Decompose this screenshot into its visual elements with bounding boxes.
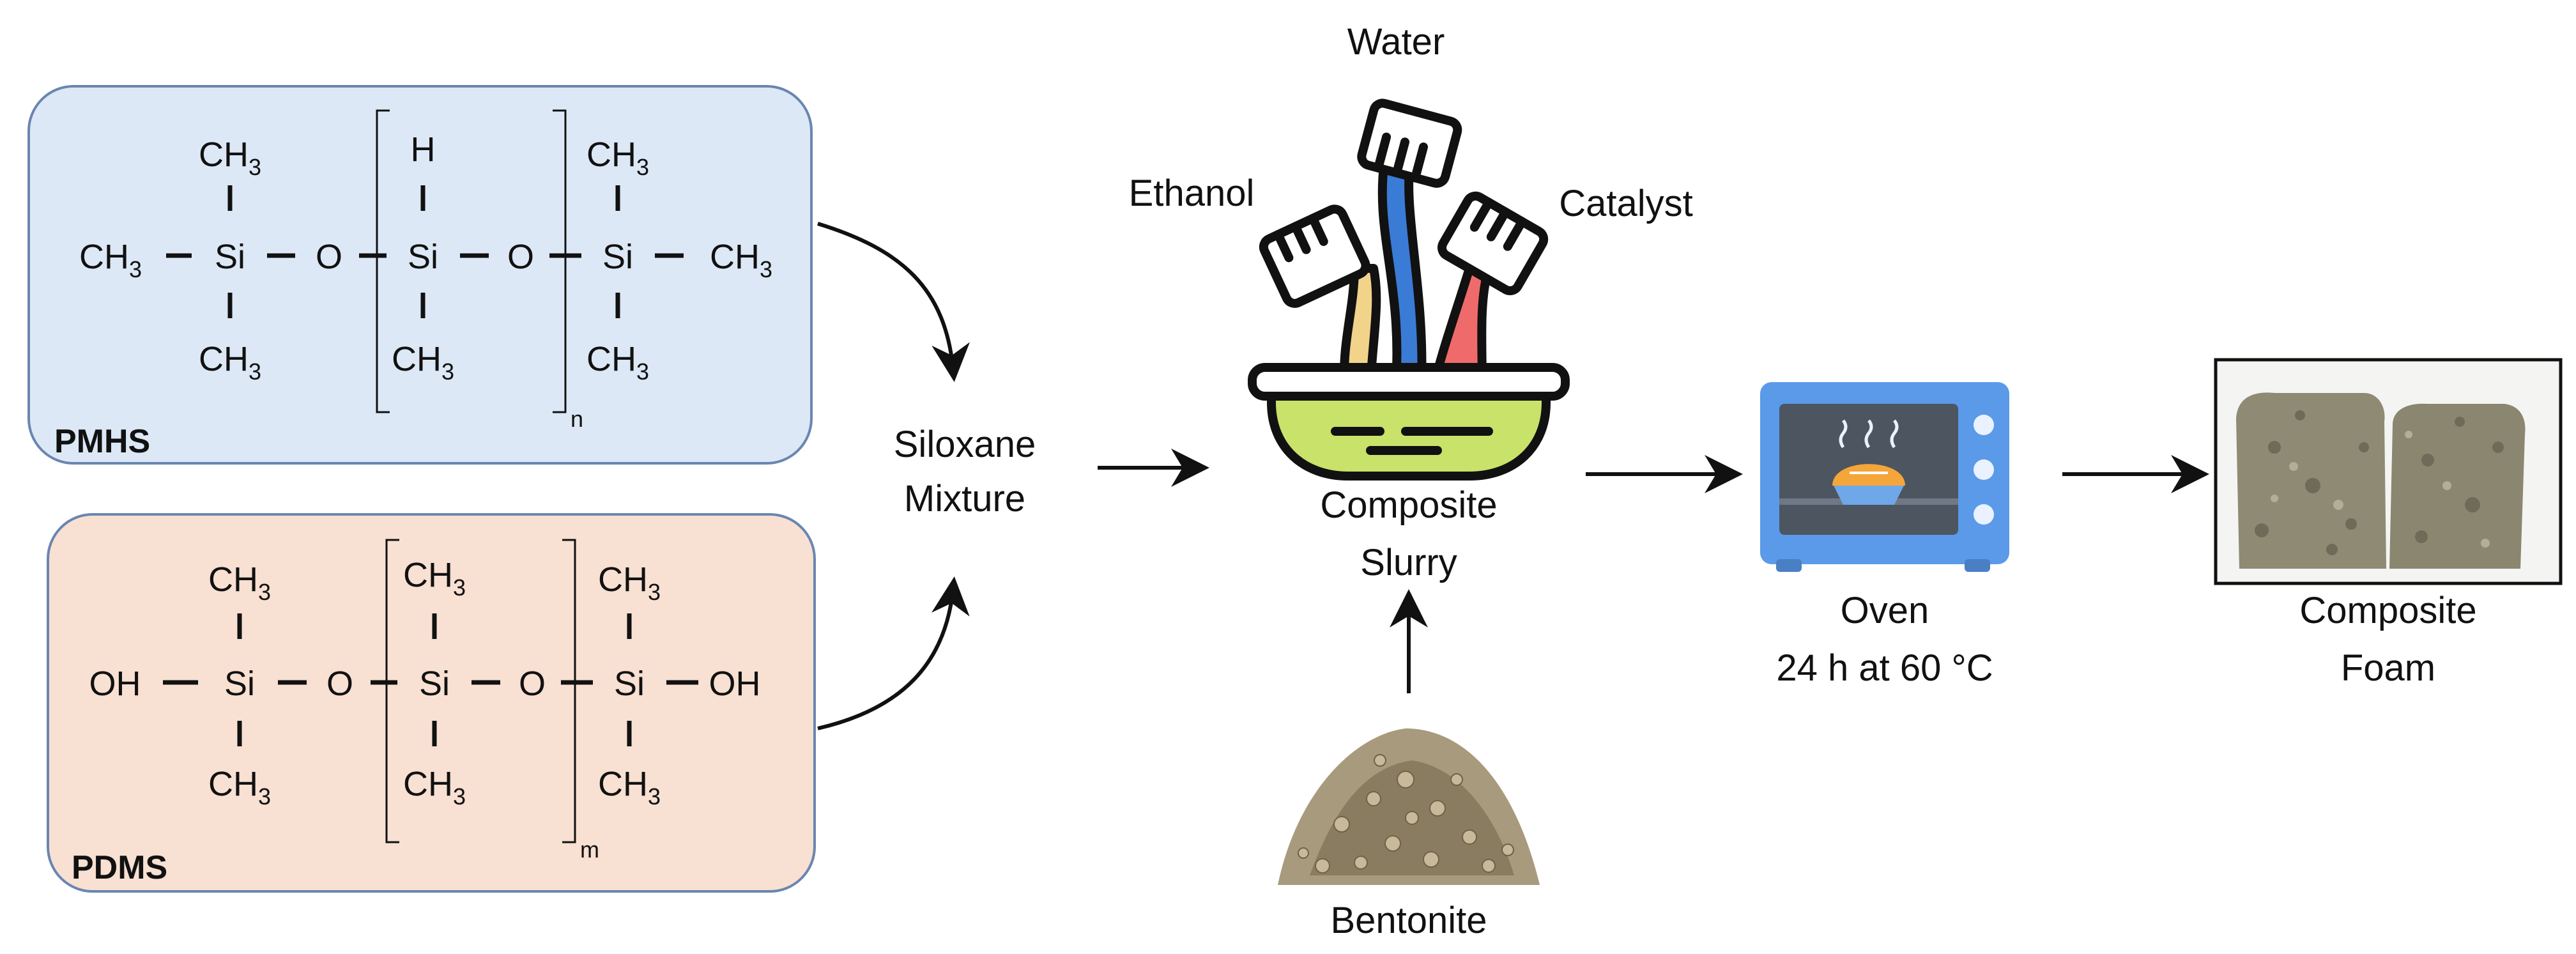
pdms-si-2: Si bbox=[419, 665, 450, 703]
pdms-si-3: Si bbox=[614, 665, 645, 703]
pdms-repeat-index: m bbox=[580, 836, 599, 863]
pdms-top-ch3-right: CH bbox=[598, 560, 648, 599]
pdms-si-1: Si bbox=[224, 665, 255, 703]
svg-text:CH3: CH3 bbox=[598, 560, 661, 605]
arrow-pmhs-to-mixture bbox=[817, 222, 970, 382]
pmhs-top-h: H bbox=[411, 130, 436, 169]
pmhs-ch3-left: CH bbox=[79, 238, 129, 276]
svg-text:CH3: CH3 bbox=[208, 560, 271, 605]
pmhs-bottom-ch3-left: CH bbox=[199, 340, 249, 378]
pdms-top-ch3-left: CH bbox=[208, 560, 258, 599]
pdms-bottom-ch3-left: CH bbox=[208, 765, 258, 803]
svg-text:CH3: CH3 bbox=[710, 238, 772, 282]
pmhs-ch3-right: CH bbox=[710, 238, 760, 276]
pmhs-repeat-index: n bbox=[571, 406, 583, 432]
oven-icon bbox=[1760, 382, 2009, 572]
svg-text:CH3: CH3 bbox=[199, 340, 261, 385]
pdms-o-2: O bbox=[519, 665, 546, 703]
pdms-structure: m CH3 CH3 CH3 OH Si O Si O Si OH CH3 CH3… bbox=[47, 513, 816, 893]
siloxane-mixture-line2: Mixture bbox=[904, 478, 1025, 519]
pmhs-structure: n CH3 H CH3 CH3 Si O Si O Si CH3 CH3 CH3… bbox=[27, 85, 813, 465]
svg-text:CH3: CH3 bbox=[403, 765, 466, 810]
svg-text:CH3: CH3 bbox=[79, 238, 142, 282]
composite-foam-line1: Composite bbox=[2299, 590, 2476, 631]
pdms-box bbox=[47, 513, 816, 893]
svg-text:CH3: CH3 bbox=[586, 135, 649, 180]
pmhs-bracket-right bbox=[553, 109, 567, 413]
pdms-top-ch3-mid: CH bbox=[403, 556, 453, 594]
siloxane-mixture-line1: Siloxane bbox=[894, 424, 1036, 465]
svg-text:CH3: CH3 bbox=[403, 556, 466, 601]
arrow-pdms-to-mixture bbox=[817, 576, 970, 730]
composite-slurry-line1: Composite bbox=[1320, 484, 1497, 526]
pmhs-o-2: O bbox=[507, 238, 534, 276]
pmhs-bottom-ch3-mid: CH bbox=[392, 340, 441, 378]
pdms-bracket-right bbox=[562, 539, 576, 843]
svg-text:CH3: CH3 bbox=[586, 340, 649, 385]
pmhs-box bbox=[27, 85, 813, 465]
bentonite-pile-image bbox=[1278, 728, 1540, 885]
pmhs-bracket-left bbox=[376, 109, 390, 413]
pmhs-si-2: Si bbox=[408, 238, 438, 276]
mixing-bowl-icon bbox=[1248, 98, 1570, 481]
composite-foam-line2: Foam bbox=[2341, 647, 2435, 689]
pmhs-top-ch3-left: CH bbox=[199, 135, 249, 174]
catalyst-label: Catalyst bbox=[1559, 183, 1693, 224]
svg-text:CH3: CH3 bbox=[598, 765, 661, 810]
pdms-label: PDMS bbox=[72, 849, 167, 886]
oven-condition: 24 h at 60 °C bbox=[1776, 647, 1993, 689]
pmhs-si-3: Si bbox=[602, 238, 633, 276]
pmhs-o-1: O bbox=[316, 238, 342, 276]
pdms-oh-right: OH bbox=[709, 665, 761, 703]
pdms-bracket-left bbox=[385, 539, 399, 843]
ethanol-label: Ethanol bbox=[1129, 173, 1255, 214]
pdms-o-1: O bbox=[326, 665, 353, 703]
pmhs-bottom-ch3-right: CH bbox=[586, 340, 636, 378]
pdms-bottom-ch3-right: CH bbox=[598, 765, 648, 803]
pdms-bottom-ch3-mid: CH bbox=[403, 765, 453, 803]
pdms-oh-left: OH bbox=[89, 665, 141, 703]
pmhs-top-ch3-right: CH bbox=[586, 135, 636, 174]
svg-text:CH3: CH3 bbox=[199, 135, 261, 180]
composite-foam-photo bbox=[2214, 358, 2563, 585]
svg-text:CH3: CH3 bbox=[392, 340, 454, 385]
pmhs-label: PMHS bbox=[54, 423, 150, 460]
water-label: Water bbox=[1347, 21, 1445, 63]
bentonite-label: Bentonite bbox=[1330, 900, 1487, 941]
pmhs-si-1: Si bbox=[215, 238, 245, 276]
svg-text:CH3: CH3 bbox=[208, 765, 271, 810]
composite-slurry-line2: Slurry bbox=[1360, 542, 1457, 583]
oven-label: Oven bbox=[1841, 590, 1929, 631]
